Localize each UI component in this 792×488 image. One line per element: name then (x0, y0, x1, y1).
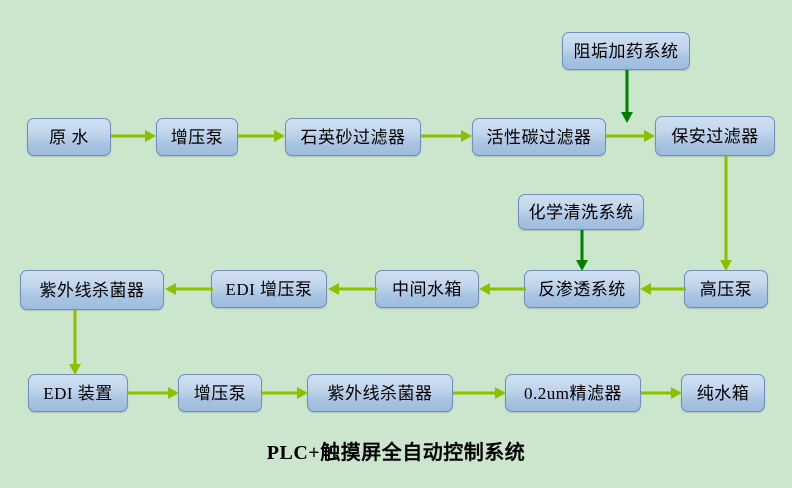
node-security-filter[interactable]: 保安过滤器 (655, 116, 775, 156)
node-label: 阻垢加药系统 (573, 41, 679, 61)
node-uv-sterilizer-2[interactable]: 紫外线杀菌器 (307, 374, 453, 412)
node-pure-water-tank[interactable]: 纯水箱 (681, 374, 765, 412)
arrow-intermediate-water-tank-to-edi-booster-pump (326, 280, 377, 298)
arrow-antiscalant-dosing-to-main-line (618, 70, 636, 124)
node-label: 保安过滤器 (671, 126, 759, 146)
node-activated-carbon-filter[interactable]: 活性碳过滤器 (472, 118, 606, 156)
node-quartz-sand-filter[interactable]: 石英砂过滤器 (285, 118, 421, 156)
node-edi-device[interactable]: EDI 装置 (28, 374, 128, 412)
arrow-security-filter-to-high-pressure-pump (717, 156, 735, 272)
arrow-raw-water-to-booster-pump-1 (111, 127, 157, 145)
node-label: 高压泵 (699, 279, 753, 299)
node-label: 中间水箱 (392, 279, 462, 299)
node-label: 原 水 (49, 127, 89, 147)
node-label: 石英砂过滤器 (300, 127, 406, 147)
node-intermediate-water-tank[interactable]: 中间水箱 (375, 270, 479, 308)
node-label: 0.2um精滤器 (524, 383, 622, 403)
node-antiscalant-dosing-system[interactable]: 阻垢加药系统 (562, 32, 690, 70)
arrow-uv-sterilizer-1-to-edi-device (66, 310, 84, 376)
node-label: 紫外线杀菌器 (39, 280, 145, 300)
arrow-chemical-cleaning-to-ro-system (573, 230, 591, 272)
node-ro-system[interactable]: 反渗透系统 (524, 270, 640, 308)
node-label: EDI 装置 (43, 383, 113, 403)
arrow-quartz-sand-filter-to-activated-carbon-filter (421, 127, 473, 145)
diagram-caption: PLC+触摸屏全自动控制系统 (266, 442, 526, 464)
node-chemical-cleaning-system[interactable]: 化学清洗系统 (518, 194, 644, 230)
node-uv-sterilizer-1[interactable]: 紫外线杀菌器 (20, 270, 164, 310)
node-label: EDI 增压泵 (225, 279, 313, 299)
arrow-uv-sterilizer-2-to-micro-filter (453, 384, 507, 402)
node-label: 化学清洗系统 (528, 202, 634, 222)
node-label: 增压泵 (170, 127, 224, 147)
arrow-ro-system-to-intermediate-water-tank (477, 280, 526, 298)
arrow-activated-carbon-filter-to-security-filter (606, 127, 656, 145)
node-label: 纯水箱 (696, 383, 750, 403)
arrow-booster-pump-2-to-uv-sterilizer-2 (262, 384, 309, 402)
node-micro-filter[interactable]: 0.2um精滤器 (505, 374, 641, 412)
node-label: 增压泵 (193, 383, 247, 403)
node-high-pressure-pump[interactable]: 高压泵 (684, 270, 768, 308)
node-edi-booster-pump[interactable]: EDI 增压泵 (211, 270, 327, 308)
node-label: 反渗透系统 (538, 279, 626, 299)
node-label: 活性碳过滤器 (486, 127, 592, 147)
node-label: 紫外线杀菌器 (327, 383, 433, 403)
arrow-edi-booster-pump-to-uv-sterilizer-1 (163, 280, 213, 298)
arrow-high-pressure-pump-to-ro-system (638, 280, 686, 298)
arrow-edi-device-to-booster-pump-2 (128, 384, 180, 402)
arrow-booster-pump-1-to-quartz-sand-filter (238, 127, 286, 145)
arrow-micro-filter-to-pure-water-tank (641, 384, 683, 402)
node-booster-pump-1[interactable]: 增压泵 (156, 118, 238, 156)
node-raw-water[interactable]: 原 水 (27, 118, 111, 156)
node-booster-pump-2[interactable]: 增压泵 (178, 374, 262, 412)
